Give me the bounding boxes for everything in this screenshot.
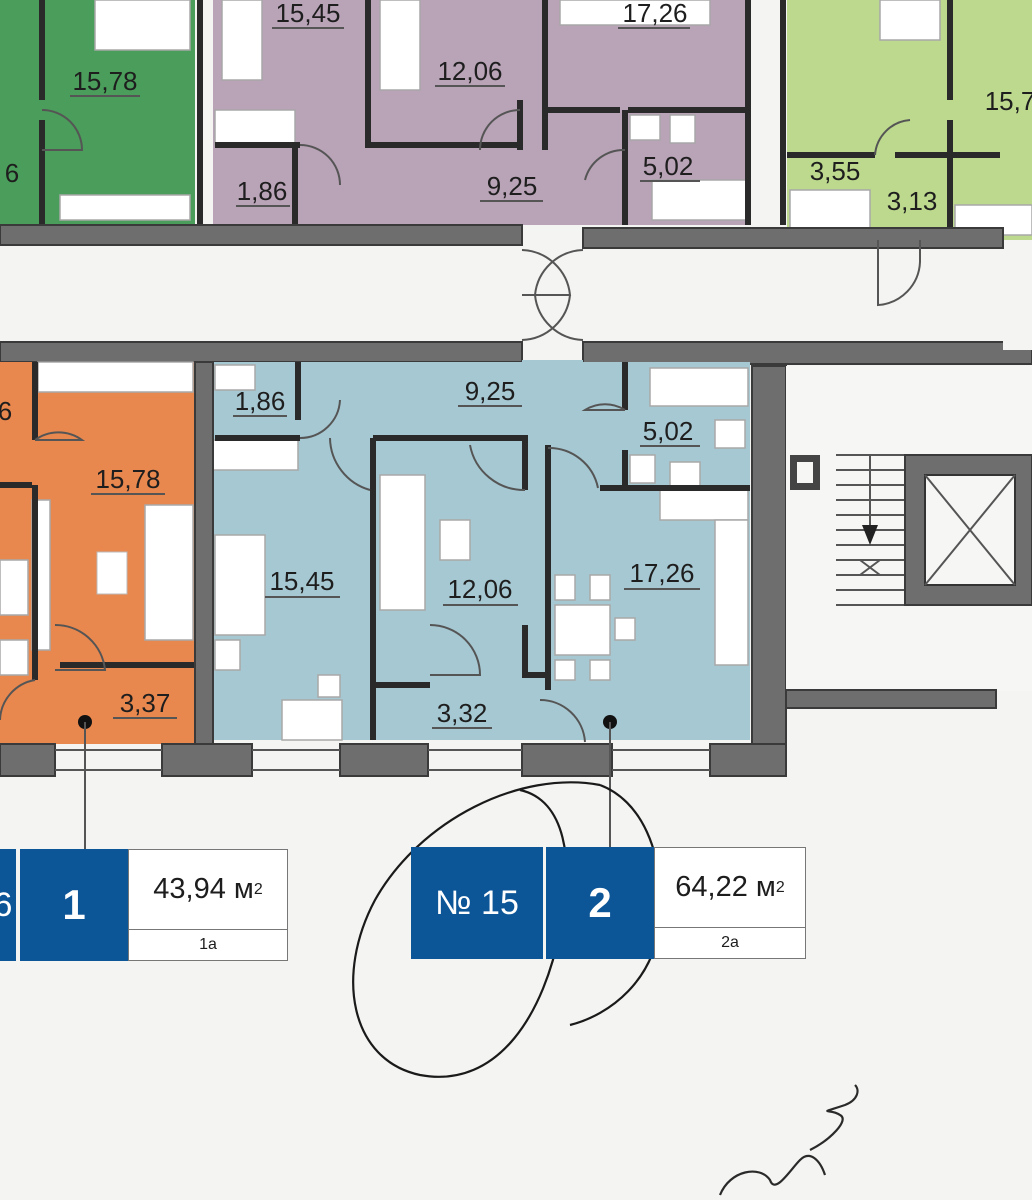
area-value: 64,22 м	[675, 871, 776, 903]
area-label: 15,45	[269, 566, 334, 596]
rooms-count: 2	[588, 879, 612, 926]
area-label: 3,55	[810, 156, 861, 186]
area-label: 5,02	[643, 151, 694, 181]
rooms-count: 1	[62, 881, 86, 928]
rooms-count-box: 2	[546, 847, 654, 959]
area-label: 3,37	[120, 688, 171, 718]
area-label: 12,06	[437, 56, 502, 86]
area-label: 5,02	[643, 416, 694, 446]
handwritten-note	[718, 1084, 859, 1196]
room-blue	[213, 360, 750, 740]
area-label: 12,06	[447, 574, 512, 604]
area-unit-sup: 2	[775, 878, 785, 896]
area-label: 17,26	[622, 0, 687, 28]
apartment-number-text: 6	[0, 885, 13, 924]
apartment-number-box: № 15	[411, 847, 543, 959]
apartment-type: 1а	[199, 936, 217, 953]
area-label: 15,45	[275, 0, 340, 28]
rooms-count-box: 1	[20, 849, 128, 961]
area-label: 6	[0, 396, 12, 426]
apartment-number-partial: 6	[0, 849, 16, 961]
area-label: 1,86	[235, 386, 286, 416]
area-value: 43,94 м	[153, 873, 254, 905]
apartment-number-text: № 15	[435, 883, 519, 922]
area-label: 15,78	[95, 464, 160, 494]
area-label: 9,25	[465, 376, 516, 406]
apartment-type: 2а	[721, 934, 739, 951]
area-unit-sup: 2	[253, 880, 263, 898]
area-labels: 15,78 6 15,45 12,06 17,26 1,86 9,25 5,02…	[0, 0, 1032, 728]
area-label: 17,26	[629, 558, 694, 588]
area-label: 9,25	[487, 171, 538, 201]
area-label: 3,32	[437, 698, 488, 728]
area-label: 3,13	[887, 186, 938, 216]
area-label: 15,78	[72, 66, 137, 96]
area-label: 15,7	[985, 86, 1032, 116]
area-label: 1,86	[237, 176, 288, 206]
area-label: 6	[5, 158, 19, 188]
